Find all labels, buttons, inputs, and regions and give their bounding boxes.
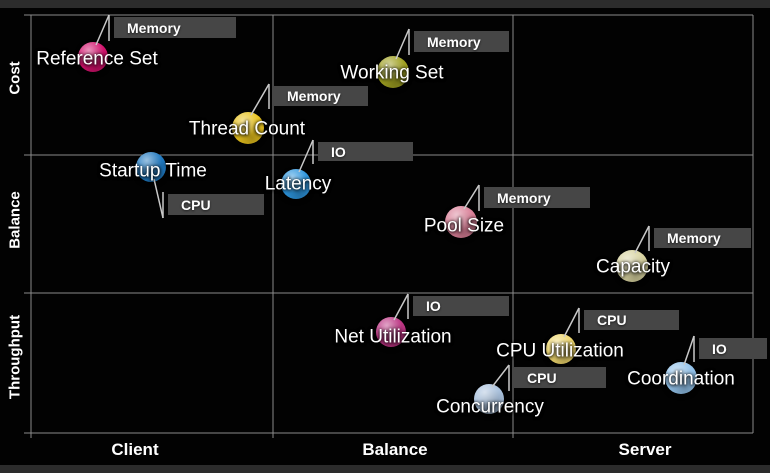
tag-cpu-concurrency: CPU — [514, 367, 606, 388]
bubble-cpu-utilization — [546, 334, 576, 364]
label-coordination: Coordination — [627, 368, 735, 390]
y-axis-label-balance: Balance — [6, 191, 24, 249]
callout-slant-net-utilization — [393, 293, 409, 321]
tag-memory-thread-count: Memory — [274, 86, 368, 106]
bubble-thread-count — [232, 112, 264, 144]
bubble-pool-size — [445, 206, 477, 238]
x-axis-label-server: Server — [618, 440, 672, 459]
label-startup-time: Startup Time — [99, 160, 207, 182]
top-letterbox-band — [0, 0, 770, 8]
callout-slant-thread-count — [250, 83, 270, 116]
bubble-concurrency — [474, 384, 504, 414]
label-thread-count: Thread Count — [188, 118, 306, 140]
callout-slant-concurrency — [491, 364, 510, 388]
callout-slant-working-set — [395, 28, 410, 60]
bubble-reference-set — [78, 42, 108, 72]
callout-slant-cpu-utilization — [563, 307, 580, 338]
bubble-startup-time — [136, 152, 166, 182]
label-pool-size: Pool Size — [423, 215, 505, 237]
label-capacity: Capacity — [596, 256, 670, 278]
x-axis-label-balance: Balance — [362, 440, 428, 459]
bubble-coordination — [665, 362, 697, 394]
label-cpu-utilization: CPU Utilization — [496, 340, 624, 362]
tag-cpu-startup-time: CPU — [168, 194, 264, 215]
y-axis-label-cost: Cost — [6, 61, 24, 95]
bubble-working-set — [377, 56, 409, 88]
tag-io-latency: IO — [318, 142, 413, 161]
callout-slant-coordination — [683, 335, 695, 366]
y-axis-label-throughput: Throughput — [6, 314, 24, 400]
tag-memory-working-set: Memory — [414, 31, 509, 52]
callout-slant-pool-size — [463, 184, 480, 210]
label-concurrency: Concurrency — [436, 396, 544, 418]
bubble-latency — [281, 169, 311, 199]
callout-slant-capacity — [634, 225, 650, 254]
bubble-net-utilization — [376, 317, 406, 347]
callout-slant-latency — [298, 139, 314, 173]
label-reference-set: Reference Set — [36, 48, 158, 70]
tag-memory-reference-set: Memory — [114, 17, 236, 38]
x-axis-label-client: Client — [111, 440, 159, 459]
tag-io-net-utilization: IO — [413, 296, 509, 316]
label-net-utilization: Net Utilization — [334, 326, 452, 348]
tag-cpu-cpu-utilization: CPU — [584, 310, 679, 330]
tag-memory-capacity: Memory — [654, 228, 751, 248]
tag-memory-pool-size: Memory — [484, 187, 590, 208]
callout-slant-startup-time — [153, 178, 164, 219]
bottom-letterbox-band — [0, 465, 770, 473]
bubble-capacity — [616, 250, 648, 282]
tag-io-coordination: IO — [699, 338, 767, 359]
callout-slant-reference-set — [95, 14, 110, 46]
label-working-set: Working Set — [340, 62, 444, 84]
label-latency: Latency — [264, 173, 332, 195]
